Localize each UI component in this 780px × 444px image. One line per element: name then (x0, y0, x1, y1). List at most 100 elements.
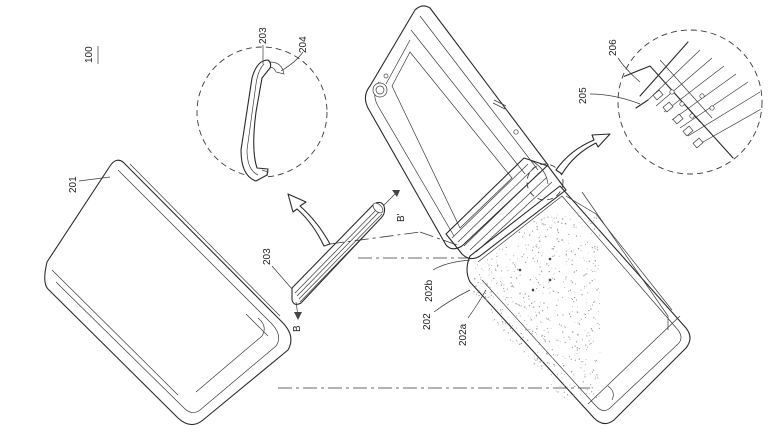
texture-speck (535, 314, 538, 317)
texture-speck (524, 261, 527, 264)
texture-speck (573, 301, 575, 303)
texture-speck (570, 280, 572, 282)
flip-device-body (364, 5, 691, 425)
texture-speck (561, 218, 564, 220)
texture-speck (476, 264, 479, 266)
texture-speck (522, 297, 525, 299)
label-b-prime: B' (396, 213, 407, 222)
texture-speck (556, 238, 558, 240)
texture-speck (488, 264, 490, 266)
texture-speck (481, 268, 483, 270)
texture-speck (598, 324, 600, 325)
leader-201 (78, 176, 111, 182)
texture-speck (594, 270, 596, 272)
texture-speck (566, 260, 568, 262)
texture-speck (539, 342, 541, 344)
texture-speck (594, 359, 596, 362)
texture-speck (534, 261, 536, 263)
texture-speck (590, 383, 592, 386)
texture-speck (586, 261, 587, 262)
texture-speck (591, 387, 593, 389)
texture-speck (591, 330, 593, 332)
section-marker-b (294, 301, 302, 320)
texture-speck (496, 283, 498, 285)
texture-speck (547, 318, 549, 320)
texture-speck (557, 220, 560, 223)
texture-speck (534, 317, 536, 318)
texture-speck (573, 394, 575, 396)
texture-speck (594, 247, 596, 249)
texture-speck (529, 279, 532, 281)
texture-speck (531, 332, 533, 335)
texture-speck (580, 367, 582, 369)
texture-speck (559, 385, 561, 387)
texture-speck (591, 280, 593, 282)
texture-speck (491, 311, 494, 313)
texture-speck (515, 338, 517, 340)
texture-speck (522, 336, 524, 338)
texture-speck (526, 324, 528, 325)
texture-speck (501, 320, 504, 323)
texture-speck (572, 226, 574, 228)
texture-speck (561, 222, 563, 224)
texture-speck (576, 347, 578, 349)
texture-speck (572, 252, 574, 253)
texture-speck (569, 315, 572, 318)
texture-speck (558, 240, 560, 243)
texture-speck (484, 292, 487, 295)
texture-speck (487, 296, 489, 298)
texture-speck (567, 394, 569, 396)
label-206: 206 (608, 39, 619, 56)
texture-speck (488, 274, 490, 276)
texture-speck (485, 300, 488, 302)
texture-speck (524, 293, 527, 295)
texture-speck (535, 311, 537, 313)
texture-speck (547, 331, 549, 333)
texture-speck (497, 322, 499, 324)
texture-speck (523, 301, 525, 303)
texture-speck (541, 365, 543, 367)
texture-speck (592, 369, 595, 371)
texture-speck (484, 296, 487, 298)
texture-speck (597, 376, 599, 378)
texture-speck (574, 322, 576, 323)
texture-speck (553, 363, 555, 366)
texture-speck (542, 292, 544, 294)
texture-speck (567, 290, 569, 292)
texture-speck (574, 253, 576, 256)
texture-speck (564, 222, 567, 225)
texture-speck (499, 309, 502, 311)
texture-speck (494, 304, 495, 305)
texture-speck (541, 255, 543, 257)
texture-speck (574, 283, 576, 285)
texture-speck (479, 290, 481, 292)
texture-speck (590, 342, 592, 345)
texture-speck (515, 277, 517, 279)
texture-speck (477, 281, 479, 284)
texture-speck (592, 340, 594, 342)
texture-speck (507, 270, 509, 271)
texture-speck (576, 349, 578, 351)
texture-speck (577, 333, 579, 336)
texture-speck (517, 245, 519, 247)
texture-speck (541, 309, 544, 312)
texture-speck (513, 264, 516, 266)
texture-speck (533, 358, 535, 360)
texture-speck (579, 394, 581, 396)
texture-speck (511, 325, 513, 327)
texture-speck (573, 296, 576, 299)
texture-speck (519, 292, 521, 295)
leader-205 (589, 93, 641, 105)
texture-speck (527, 339, 529, 341)
texture-speck (585, 344, 587, 346)
texture-speck (566, 253, 567, 255)
texture-speck (597, 287, 599, 289)
texture-speck (592, 270, 594, 272)
texture-speck (593, 301, 595, 303)
texture-speck (563, 337, 565, 339)
texture-speck (513, 271, 515, 272)
texture-speck (599, 303, 600, 305)
texture-speck (535, 359, 537, 361)
texture-speck (596, 249, 599, 251)
texture-speck (520, 332, 522, 335)
